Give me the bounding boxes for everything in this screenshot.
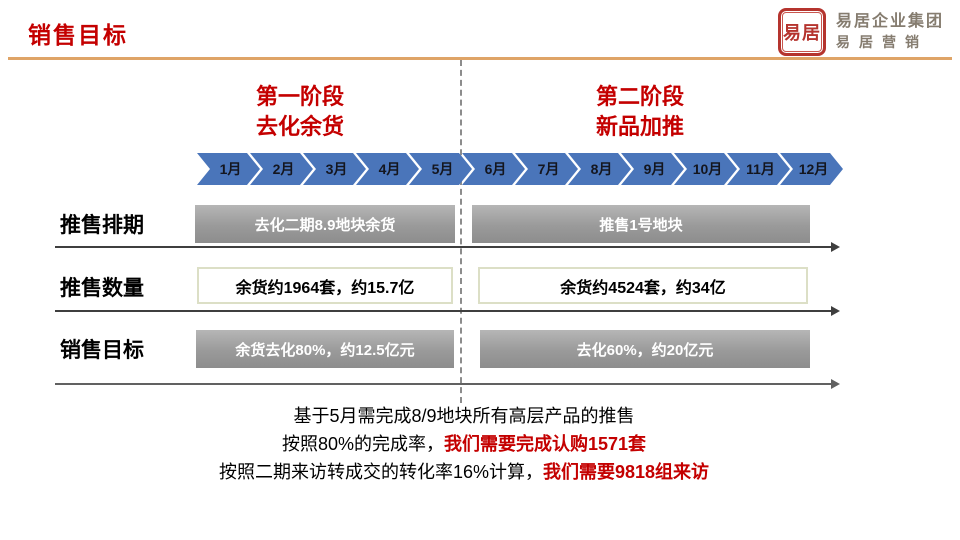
row-label-quantity: 推售数量 bbox=[60, 276, 144, 300]
month-chevron: 6月 bbox=[462, 153, 525, 185]
quantity-box-phase1: 余货约1964套，约15.7亿 bbox=[197, 267, 453, 304]
header-divider bbox=[8, 57, 952, 60]
summary-text: 基于5月需完成8/9地块所有高层产品的推售 按照80%的完成率，我们需要完成认购… bbox=[0, 402, 928, 486]
phase2-title-line1: 第二阶段 bbox=[595, 84, 684, 109]
summary-line-3-black: 按照二期来访转成交的转化率16%计算， bbox=[218, 462, 543, 482]
phase2-header: 第二阶段 新品加推 bbox=[510, 82, 770, 142]
row-label-target: 销售目标 bbox=[60, 339, 144, 362]
phase1-title-line2: 去化余货 bbox=[255, 114, 344, 139]
axis-line bbox=[55, 310, 834, 312]
summary-line-2-red: 我们需要完成认购1571套 bbox=[443, 434, 647, 454]
row-label-schedule: 推售排期 bbox=[60, 214, 144, 237]
arrow-head-icon bbox=[831, 242, 840, 252]
summary-line-2: 按照80%的完成率，我们需要完成认购1571套 bbox=[0, 430, 928, 458]
summary-line-1: 基于5月需完成8/9地块所有高层产品的推售 bbox=[0, 402, 928, 430]
month-timeline: 1月 2月 3月 4月 5月 6月 7月 8月 9月 10月 11月 12月 bbox=[197, 153, 833, 185]
schedule-bar-phase2: 推售1号地块 bbox=[472, 205, 810, 243]
summary-line-2-black: 按照80%的完成率， bbox=[281, 434, 444, 454]
timeline-axis-arrow bbox=[55, 306, 840, 316]
arrow-head-icon bbox=[831, 379, 840, 389]
month-chevron: 11月 bbox=[727, 153, 790, 185]
summary-line-1-black: 基于5月需完成8/9地块所有高层产品的推售 bbox=[293, 406, 635, 426]
arrow-head-icon bbox=[831, 306, 840, 316]
quantity-box-phase2: 余货约4524套，约34亿 bbox=[478, 267, 808, 304]
company-logo: 易居 易居企业集团 易居营销 bbox=[777, 8, 944, 56]
target-bar-phase1: 余货去化80%，约12.5亿元 bbox=[196, 330, 454, 368]
schedule-bar-phase1: 去化二期8.9地块余货 bbox=[195, 205, 455, 243]
target-bar-phase2: 去化60%，约20亿元 bbox=[480, 330, 810, 368]
seal-icon: 易居 bbox=[777, 8, 826, 56]
phase-divider-dotted-line bbox=[460, 60, 462, 403]
month-chevron: 1月 bbox=[197, 153, 260, 185]
axis-line bbox=[55, 246, 834, 248]
axis-line bbox=[55, 383, 834, 385]
summary-line-3: 按照二期来访转成交的转化率16%计算，我们需要9818组来访 bbox=[0, 458, 928, 486]
summary-line-3-red: 我们需要9818组来访 bbox=[542, 462, 710, 482]
timeline-axis-arrow bbox=[55, 379, 840, 389]
logo-text: 易居企业集团 易居营销 bbox=[836, 11, 944, 53]
logo-company-name: 易居企业集团 bbox=[835, 13, 944, 30]
phase1-header: 第一阶段 去化余货 bbox=[170, 82, 430, 142]
timeline-axis-arrow bbox=[55, 242, 840, 252]
phase2-title-line2: 新品加推 bbox=[595, 114, 684, 139]
seal-text: 易居 bbox=[782, 23, 821, 43]
phase1-title-line1: 第一阶段 bbox=[255, 84, 344, 109]
page-title: 销售目标 bbox=[28, 22, 128, 48]
logo-brand-name: 易居营销 bbox=[835, 34, 928, 50]
